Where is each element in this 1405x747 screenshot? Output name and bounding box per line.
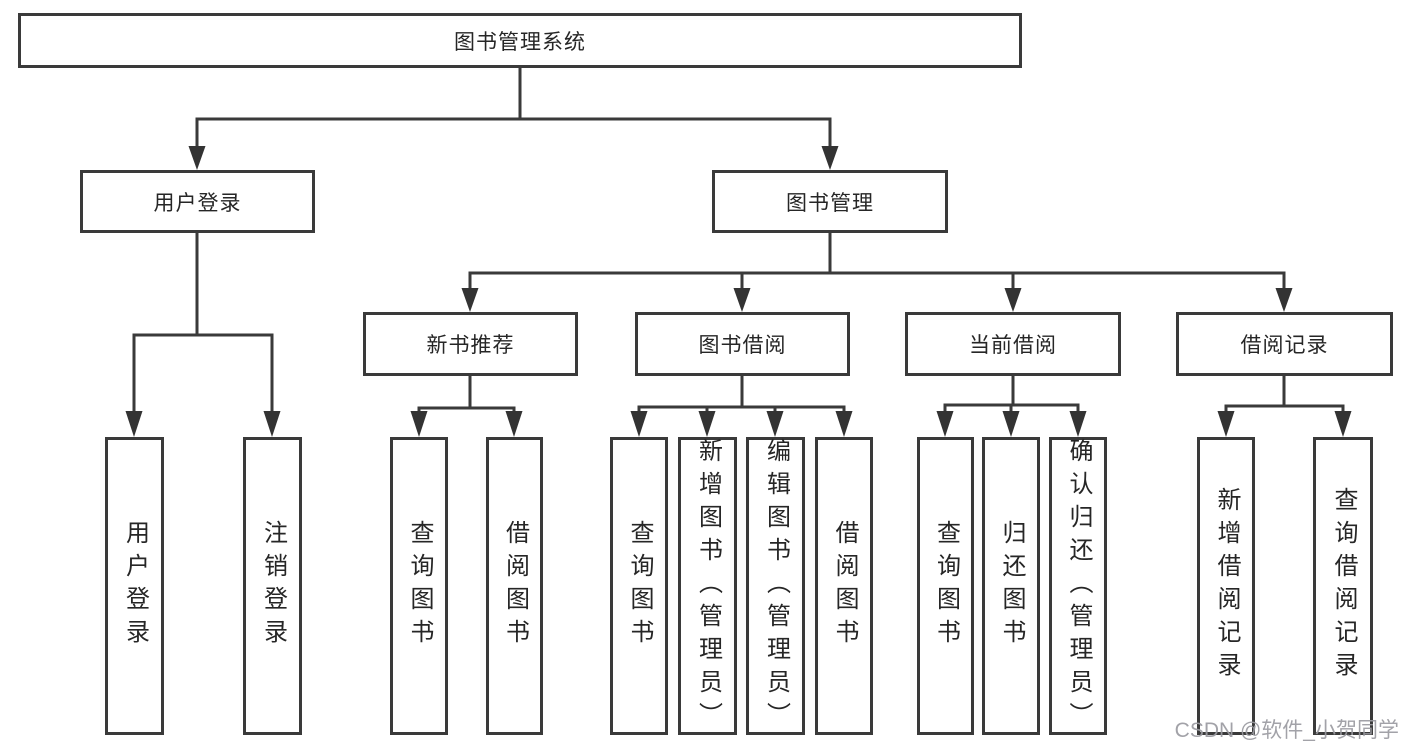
leaf-label: 新增借阅记录 — [1213, 487, 1240, 685]
leaf-add-books-admin: 新增图书（管理员） — [678, 437, 737, 735]
leaf-label: 归还图书 — [998, 520, 1025, 652]
node-book-management: 图书管理 — [712, 170, 948, 233]
leaf-add-borrow-record: 新增借阅记录 — [1197, 437, 1255, 735]
leaf-label: 编辑图书（管理员） — [762, 437, 790, 735]
leaf-borrow-books-borrowing: 借阅图书 — [815, 437, 873, 735]
connector-current-borrowing-to-leaves — [936, 376, 1087, 437]
node-label: 图书管理系统 — [454, 30, 586, 54]
leaf-label: 查询图书 — [932, 520, 960, 652]
node-label: 借阅记录 — [1240, 334, 1329, 357]
node-label: 用户登录 — [153, 191, 242, 215]
leaf-query-books-recommend: 查询图书 — [390, 437, 448, 735]
node-current-borrowing: 当前借阅 — [905, 312, 1121, 376]
leaf-edit-books-admin: 编辑图书（管理员） — [746, 437, 805, 735]
leaf-label: 确认归还（管理员） — [1065, 437, 1092, 735]
leaf-label: 借阅图书 — [831, 520, 858, 652]
leaf-label: 查询图书 — [406, 520, 433, 652]
leaf-query-books-borrowing: 查询图书 — [610, 437, 668, 735]
node-new-book-recommendation: 新书推荐 — [363, 312, 578, 376]
connector-new-book-to-leaves — [410, 376, 523, 437]
node-label: 当前借阅 — [969, 334, 1057, 357]
leaf-user-login: 用户登录 — [105, 437, 164, 735]
leaf-label: 新增图书（管理员） — [694, 437, 722, 735]
connector-book-management-to-level3 — [461, 233, 1293, 312]
leaf-label: 注销登录 — [259, 520, 287, 652]
leaf-logout: 注销登录 — [243, 437, 302, 735]
node-borrowing-records: 借阅记录 — [1176, 312, 1393, 376]
connector-root-to-level2 — [188, 68, 839, 170]
connector-borrowing-records-to-leaves — [1217, 376, 1352, 437]
node-library-management-system: 图书管理系统 — [18, 13, 1022, 68]
node-book-borrowing: 图书借阅 — [635, 312, 850, 376]
leaf-return-books: 归还图书 — [982, 437, 1040, 735]
connector-user-login-to-leaves — [125, 233, 281, 437]
leaf-confirm-return-admin: 确认归还（管理员） — [1049, 437, 1107, 735]
connector-book-borrowing-to-leaves — [630, 376, 853, 437]
leaf-label: 查询借阅记录 — [1330, 487, 1357, 685]
leaf-query-borrow-record: 查询借阅记录 — [1313, 437, 1373, 735]
leaf-query-books-current: 查询图书 — [917, 437, 974, 735]
node-label: 图书管理 — [786, 191, 874, 215]
leaf-borrow-books-recommend: 借阅图书 — [486, 437, 543, 735]
leaf-label: 查询图书 — [626, 520, 653, 652]
node-label: 图书借阅 — [698, 334, 787, 357]
node-user-login: 用户登录 — [80, 170, 315, 233]
leaf-label: 借阅图书 — [501, 520, 529, 652]
node-label: 新书推荐 — [426, 334, 515, 357]
leaf-label: 用户登录 — [121, 520, 149, 652]
